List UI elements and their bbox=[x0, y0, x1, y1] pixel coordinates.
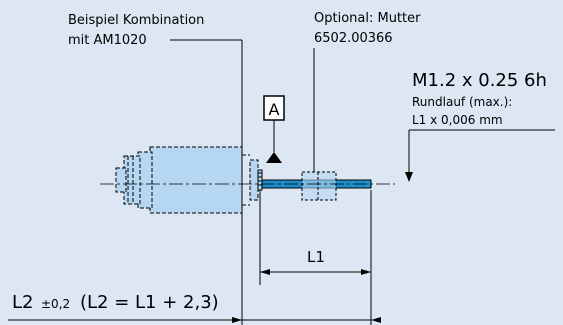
motor-main-housing bbox=[149, 146, 243, 214]
nut-label-line1: Optional: Mutter bbox=[314, 11, 421, 26]
runout-label-line2: L1 x 0,006 mm bbox=[412, 113, 503, 127]
combo-label-line2: mit AM1020 bbox=[68, 33, 147, 48]
combo-label-line1: Beispiel Kombination bbox=[68, 13, 204, 28]
runout-label-line1: Rundlauf (max.): bbox=[412, 95, 512, 109]
motor-body bbox=[115, 146, 259, 214]
l2-label: L2 bbox=[12, 292, 33, 313]
l1-dimension bbox=[259, 190, 372, 325]
knurled-coupling bbox=[257, 169, 263, 191]
l1-label: L1 bbox=[307, 248, 325, 266]
runout-arrow bbox=[405, 172, 413, 182]
datum-letter: A bbox=[269, 100, 280, 119]
nut-label-line2: 6502.00366 bbox=[314, 31, 393, 46]
optional-nut bbox=[301, 171, 337, 201]
l2-formula: (L2 = L1 + 2,3) bbox=[80, 292, 219, 313]
motor-rear-stub bbox=[115, 167, 127, 193]
l2-dimension bbox=[8, 317, 381, 323]
thread-spec: M1.2 x 0.25 6h bbox=[412, 70, 547, 91]
datum-triangle bbox=[266, 152, 282, 163]
gearhead-collar bbox=[249, 159, 259, 201]
l2-tolerance: ±0,2 bbox=[41, 297, 70, 311]
